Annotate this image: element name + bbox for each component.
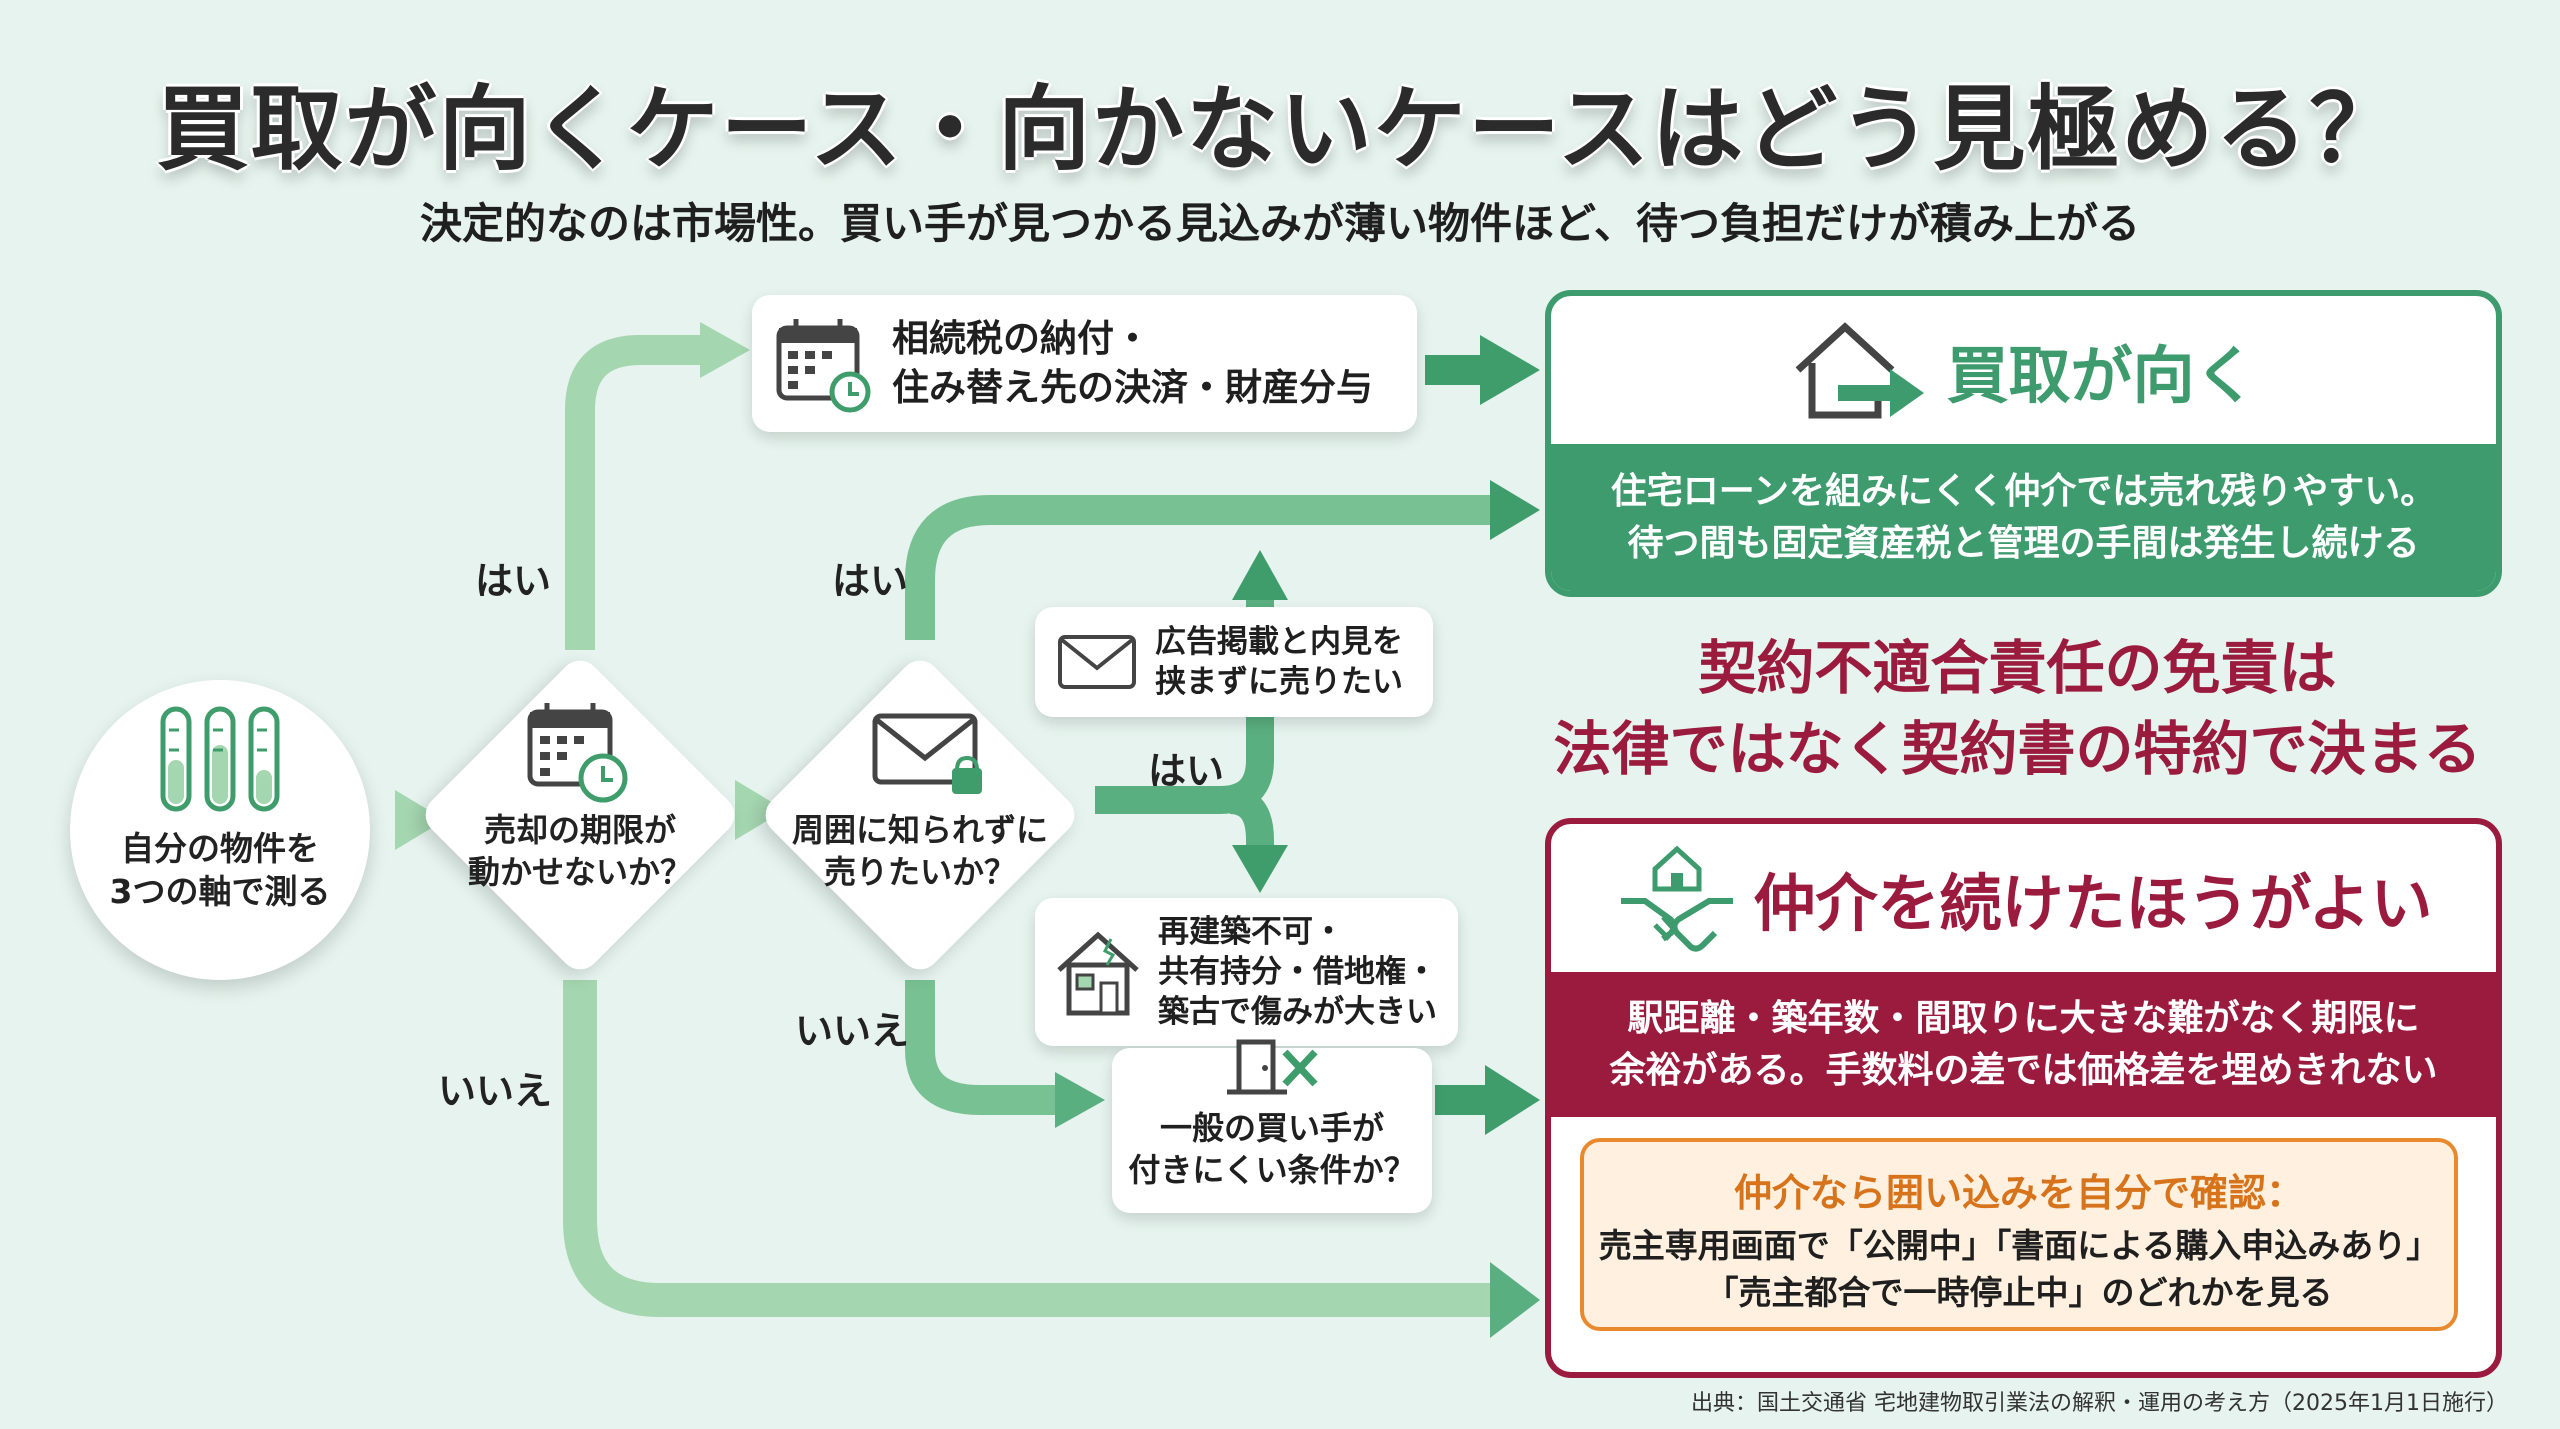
q2-right-yes-label: はい — [1148, 749, 1225, 793]
calendar-clock-icon — [776, 318, 871, 412]
handshake-house-icon — [1620, 845, 1733, 952]
q1-no-label: いいえ — [438, 1069, 553, 1113]
start-label: 自分の物件を 3つの軸で測る — [109, 829, 331, 911]
arrow-q2-no — [905, 980, 1060, 1115]
result-buy-desc: 住宅ローンを組みにくく仲介では売れ残りやすい。 待つ間も固定資産税と管理の手間は… — [1551, 444, 2496, 591]
center-message: 契約不適合責任の免責は 法律ではなく契約書の特約で決まる — [1553, 634, 2482, 784]
result-broker-desc: 駅距離・築年数・間取りに大きな難がなく期限に 余裕がある。手数料の差では価格差を… — [1551, 972, 2496, 1117]
card-inheritance: 相続税の納付・ 住み替え先の決済・財産分与 — [752, 295, 1417, 432]
card-condition-text: 再建築不可・ 共有持分・借地権・ 築古で傷みが大きい — [1158, 913, 1437, 1031]
source-citation: 出典：国土交通省 宅地建物取引業法の解釈・運用の考え方（2025年1月1日施行） — [1691, 1391, 2508, 1416]
envelope-icon — [1058, 635, 1136, 689]
calendar-clock-icon — [527, 703, 628, 803]
q2-yes-label: はい — [832, 559, 909, 603]
result-buy-title: 買取が向く — [1946, 339, 2257, 412]
q3-label: 一般の買い手が 付きにくい条件か？ — [1128, 1108, 1416, 1189]
result-buy: 買取が向く 住宅ローンを組みにくく仲介では売れ残りやすい。 待つ間も固定資産税と… — [1545, 290, 2502, 597]
door-cross-icon — [1227, 1039, 1318, 1095]
damaged-house-icon — [1057, 931, 1139, 1015]
card-q3: 一般の買い手が 付きにくい条件か？ — [1112, 1039, 1432, 1213]
arrow-q1-no — [563, 980, 1495, 1317]
arrow-head — [395, 790, 445, 850]
card-inheritance-text: 相続税の納付・ 住み替え先の決済・財産分与 — [892, 317, 1373, 409]
note-title: 仲介なら囲い込みを自分で確認： — [1733, 1171, 2304, 1215]
page-title: 買取が向くケース・向かないケースはどう見極める？ — [156, 76, 2404, 183]
broker-check-note: 仲介なら囲い込みを自分で確認： 売主専用画面で「公開中」「書面による購入申込みあ… — [1580, 1138, 2458, 1331]
page-subtitle: 決定的なのは市場性。買い手が見つかる見込みが薄い物件ほど、待つ負担だけが積み上が… — [420, 199, 2140, 248]
q2-label: 周囲に知られずに 売りたいか？ — [791, 811, 1048, 891]
result-buy-header: 買取が向く — [1551, 296, 2496, 444]
card-private-text: 広告掲載と内見を 挟まずに売りたい — [1155, 623, 1403, 700]
card-private: 広告掲載と内見を 挟まずに売りたい — [1035, 607, 1433, 717]
arrow-q2-yes — [905, 495, 1495, 640]
card-condition: 再建築不可・ 共有持分・借地権・ 築古で傷みが大きい — [1035, 898, 1458, 1046]
result-broker-title: 仲介を続けたほうがよい — [1753, 867, 2433, 940]
result-broker-header: 仲介を続けたほうがよい — [1551, 824, 2496, 972]
q2-no-label: いいえ — [795, 1009, 910, 1053]
house-arrow-icon — [1796, 322, 1925, 419]
arrow-q2-right — [1095, 590, 1274, 814]
arrow-q1-yes — [565, 335, 705, 650]
q1-label: 売却の期限が 動かせないか？ — [467, 811, 692, 891]
thermometer-gauges-icon — [160, 706, 280, 812]
envelope-lock-icon — [872, 713, 982, 794]
q1-yes-label: はい — [475, 559, 552, 603]
note-body: 売主専用画面で「公開中」「書面による購入申込みあり」 「売主都合で一時停止中」の… — [1598, 1226, 2440, 1312]
